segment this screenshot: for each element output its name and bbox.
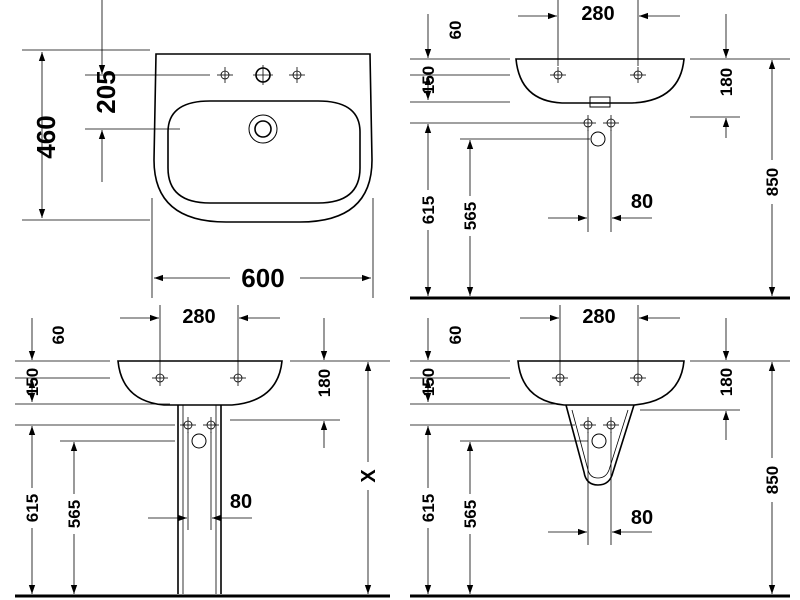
dim-label-width: 600 [241,263,284,293]
dim-label-615: 615 [419,196,438,224]
dim-label-fixing-height: 180 [315,369,334,397]
drain-icon [248,114,278,144]
basin-bowl-plan [167,100,361,204]
dim-label-fixing-spacing: 280 [581,3,614,25]
dim-label-565: 565 [461,202,480,230]
dim-label-565: 565 [65,500,84,528]
dim-label-depth: 460 [31,115,61,158]
dim-label-pipe-spacing: 80 [631,191,653,213]
dim-label-bowl-height: 150 [23,368,42,396]
dim-label-rim-height: 850 [763,168,782,196]
dim-label-top-rim: 60 [446,21,465,40]
dim-label-top-rim: 60 [49,326,68,345]
dim-label-pipe-spacing: 80 [631,507,653,529]
dim-label-fixing-spacing: 280 [182,306,215,328]
semi-pedestal-view: 60 150 280 180 615 565 80 850 [410,305,790,598]
dim-label-pipe-spacing: 80 [230,491,252,513]
dim-label-615: 615 [23,494,42,522]
dim-label-fixing-spacing: 280 [582,306,615,328]
basin-outline-plan [153,53,373,223]
dim-label-bowl-height: 150 [419,368,438,396]
dim-label-tap-to-drain: 205 [91,70,121,113]
top-view: 460 205 600 [22,0,374,298]
basin-side-elevation [517,360,685,406]
dim-label-rim-height: 850 [763,466,782,494]
dim-label-fixing-height: 180 [717,368,736,396]
waste-pipe-icon [179,416,220,449]
waste-pipe-icon [579,416,620,449]
waste-outlet [589,96,611,108]
tap-hole-right-icon [288,66,306,84]
dim-label-bowl-height: 150 [419,66,438,94]
wall-hung-view: 60 150 280 180 615 565 80 850 [410,0,790,300]
semi-pedestal-shroud [565,404,635,486]
dim-label-565: 565 [461,500,480,528]
tap-hole-left-icon [216,66,234,84]
basin-side-elevation [515,58,685,104]
dim-label-rim-height: X [358,469,380,483]
basin-side-elevation [117,360,283,406]
pedestal-column [177,405,222,594]
waste-pipe-icon [579,114,620,147]
dim-label-fixing-height: 180 [717,68,736,96]
pedestal-view: 60 150 280 180 615 565 80 X [15,305,390,598]
tap-hole-center-icon [253,65,273,85]
dim-label-top-rim: 60 [446,326,465,345]
dim-label-615: 615 [419,494,438,522]
